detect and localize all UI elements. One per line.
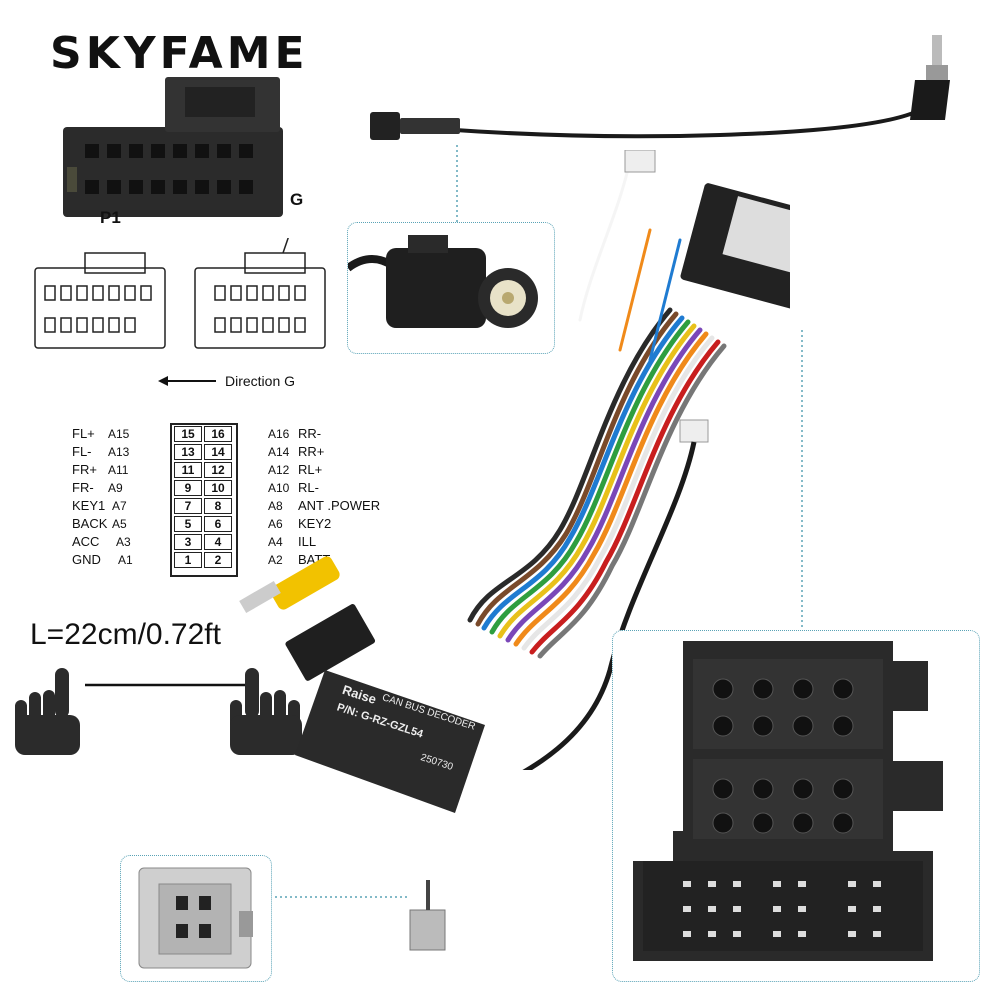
direction-arrow-icon [158,376,216,386]
pin-number: 1 [174,552,202,568]
g-label: G [290,190,304,209]
pin-code: A15 [108,427,130,441]
pin-name: FL- [72,444,92,459]
pin-number: 15 [174,426,202,442]
pin-number: 12 [204,462,232,478]
pin-code: A9 [108,481,123,495]
pin-code: A5 [112,517,127,531]
pinout-frame [170,423,238,577]
small-connector-closeup [138,867,253,969]
pin-name: FR- [72,480,94,495]
pin-number: 11 [174,462,202,478]
pin-name: GND [72,552,101,567]
brand-logo: SKYFAME [50,28,309,79]
pin-number: 5 [174,516,202,532]
pin-name: FR+ [72,462,97,477]
iso-connector-callout [612,630,980,982]
pin-name: FL+ [72,426,95,441]
pin-number: 13 [174,444,202,460]
pin-number: 14 [204,444,232,460]
pin-name: KEY1 [72,498,106,513]
pin-number: 10 [204,480,232,496]
pin-code: A13 [108,445,130,459]
pin-code: A3 [116,535,131,549]
pin-number: 6 [204,516,232,532]
antenna-callout [345,222,555,354]
small-connector-callout [120,855,272,982]
direction-label: Direction G [225,373,296,389]
small-connector-image [409,880,446,951]
pin-number: 8 [204,498,232,514]
pin-number: 2 [204,552,232,568]
antenna-connector-closeup [345,235,538,328]
hand-icon [230,668,302,755]
connector-line-drawings [34,238,326,349]
canbus-decoder-box: Raise CAN BUS DECODER P/N: G-RZ-GZL54 25… [290,665,490,815]
callout-leader [801,330,803,630]
pin-code: A1 [118,553,133,567]
hand-icon [15,668,80,755]
wiring-harness-image [239,150,790,770]
pin-number: 16 [204,426,232,442]
p1-label: P1 [100,208,121,227]
iso-connector-closeup [633,641,943,961]
callout-leader [456,145,458,225]
p1-connector-image [63,77,283,217]
pin-number: 9 [174,480,202,496]
pin-number: 4 [204,534,232,550]
pin-code: A7 [112,499,127,513]
antenna-cable-image [370,35,950,140]
pin-number: 3 [174,534,202,550]
decoder-shape [295,670,485,813]
length-indicator [15,668,302,755]
callout-leader [270,896,410,898]
pin-name: BACK [72,516,108,531]
pin-code: A11 [108,463,129,477]
length-label: L=22cm/0.72ft [30,618,221,651]
pin-name: ACC [72,534,100,549]
pin-number: 7 [174,498,202,514]
